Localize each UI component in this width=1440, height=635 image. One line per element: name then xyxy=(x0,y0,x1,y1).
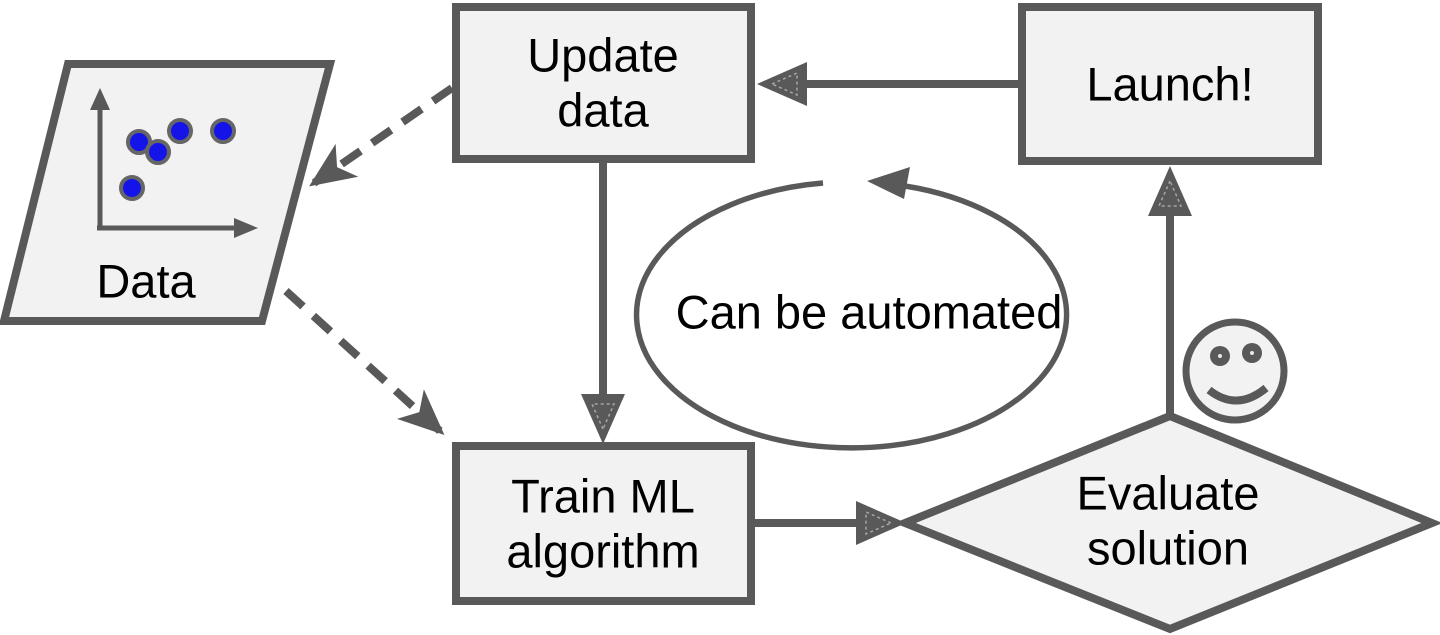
arrowhead-inner-outline xyxy=(770,71,798,97)
smiley-left-eye-glint xyxy=(1218,354,1222,358)
scatter-dot xyxy=(119,175,145,201)
scatter-dot xyxy=(145,139,171,165)
y-axis-arrowhead xyxy=(90,88,110,110)
x-axis-arrowhead xyxy=(234,218,258,238)
node-train-ml-rect xyxy=(452,442,755,605)
arrowhead-right xyxy=(856,501,906,545)
node-launch-rect xyxy=(1018,3,1322,165)
edge-data-to-train-dashed xyxy=(283,288,445,436)
edge-evaluate-to-launch xyxy=(1148,166,1192,414)
arrowhead-inner-outline xyxy=(590,403,616,431)
smiley-right-eye-glint xyxy=(1250,351,1254,355)
arrowhead-left xyxy=(757,62,807,106)
cycle-arrowhead xyxy=(867,167,910,199)
scatter-dot xyxy=(210,118,236,144)
edge-train-to-evaluate xyxy=(755,501,906,545)
edge-update-to-train xyxy=(581,163,625,444)
node-data-parallelogram xyxy=(0,60,336,325)
smiley-face-icon xyxy=(1182,318,1288,424)
edge-launch-to-update xyxy=(757,62,1018,106)
node-update-data-rect xyxy=(452,3,755,163)
edge-update-to-data-dashed xyxy=(309,84,455,187)
arrowhead-inner-outline xyxy=(865,510,893,536)
scatter-dot xyxy=(167,118,193,144)
arrowhead-inner-outline xyxy=(1157,179,1183,207)
arrowhead-up xyxy=(1148,166,1192,216)
smiley-head xyxy=(1182,318,1288,424)
node-evaluate-diamond xyxy=(894,411,1440,634)
arrowhead-down xyxy=(581,394,625,444)
scatter-plot-icon xyxy=(90,88,258,238)
cycle-arrow-ellipse xyxy=(633,167,1070,451)
smiley-mouth xyxy=(1206,384,1269,405)
cycle-arc xyxy=(633,180,1070,451)
